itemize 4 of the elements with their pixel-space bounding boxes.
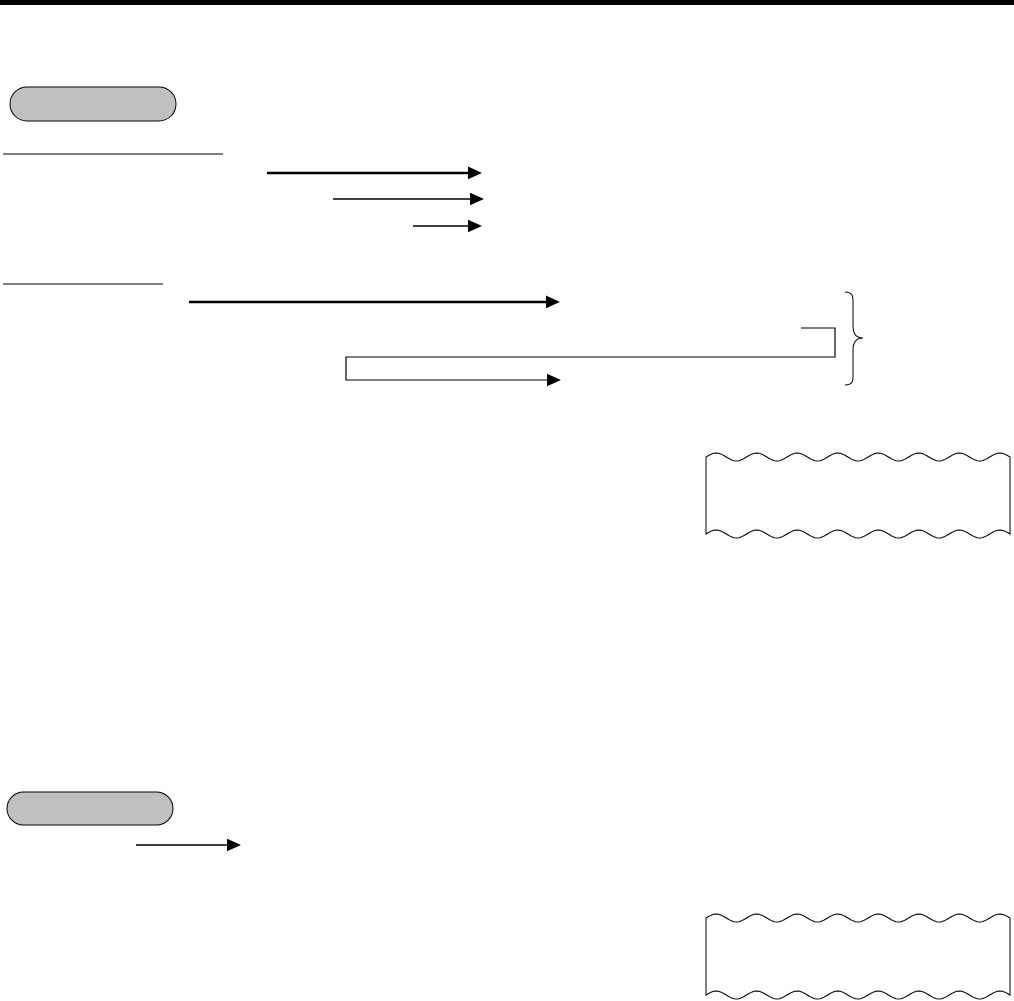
capsule-shape	[6, 791, 174, 826]
tape-shape	[705, 913, 1011, 1000]
capsule-shape	[9, 86, 177, 122]
tape-shape	[705, 452, 1011, 539]
